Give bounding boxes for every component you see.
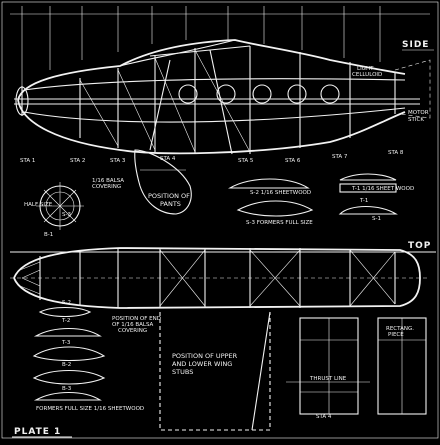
formers-full-size-bottom-note: FORMERS FULL SIZE 1/16 SHEETWOOD — [36, 406, 144, 412]
plate-label: PLATE 1 — [14, 427, 61, 437]
former-label-t2: T-2 — [61, 318, 70, 324]
light-celluloid-note-1: LIGHT — [357, 66, 374, 72]
formers-full-size-note: S-3 FORMERS FULL SIZE — [246, 220, 313, 226]
station-label: STA 1 — [20, 158, 35, 164]
sheetwood-t1-note: T-1 1/16 SHEET WOOD — [351, 186, 414, 192]
wing-stubs-outline: POSITION OF UPPER AND LOWER WING STUBS — [159, 311, 271, 431]
station-4-section: STA 4 THRUST LINE RECTANG. PIECE — [286, 317, 427, 420]
position-of-pants-2: PANTS — [160, 200, 181, 208]
wing-stubs-note-3: STUBS — [172, 368, 193, 376]
former-label-s3: S-3 — [62, 212, 71, 218]
aileron-note-1: RECTANG. — [386, 326, 414, 332]
plate-label-group: PLATE 1 — [12, 427, 72, 438]
motor-stick-note-2: STICK — [408, 117, 424, 123]
wing-stubs-note-2: AND LOWER WING — [172, 360, 232, 368]
formers-full-size-top: S-2 1/16 SHEETWOOD T-1 1/16 SHEET WOOD S… — [228, 173, 414, 226]
former-label-b1: B-1 — [44, 232, 53, 238]
station-label: STA 3 — [110, 158, 126, 164]
former-label-b3: B-3 — [62, 386, 72, 392]
station-label: STA 7 — [332, 154, 348, 160]
side-view-fuselage — [14, 39, 431, 215]
station-label: STA 2 — [70, 158, 85, 164]
station-label: STA 6 — [285, 158, 301, 164]
sta-4-bottom-label: STA 4 — [316, 414, 332, 420]
former-label-s2: S-2 — [62, 300, 71, 306]
aileron-note-2: PIECE — [388, 332, 404, 338]
side-view-labels: SIDE LIGHT CELLULOID MOTOR STICK STA 1 S… — [20, 40, 434, 208]
top-view-fuselage: TOP POSITION OF END OF 1/16 BALSA COVERI… — [10, 241, 436, 334]
position-of-pants-1: POSITION OF — [148, 192, 190, 200]
position-end-balsa-1: POSITION OF END — [112, 316, 161, 322]
sheetwood-s2-note: S-2 1/16 SHEETWOOD — [250, 190, 311, 196]
top-view-title: TOP — [408, 241, 431, 251]
position-end-balsa-3: COVERING — [118, 328, 147, 334]
former-label-s1: S-1 — [372, 216, 381, 222]
light-celluloid-note-2: CELLULOID — [352, 72, 382, 78]
motor-stick-note-1: MOTOR — [408, 110, 429, 116]
former-label-b2: B-2 — [62, 362, 71, 368]
balsa-covering-note-1: 1/16 BALSA — [92, 178, 124, 184]
station-label: STA 5 — [238, 158, 254, 164]
top-dimension-ticks — [10, 6, 430, 90]
formers-full-size-bottom: S-2 T-2 T-3 B-2 B-3 S-3 T-1 FORMERS FULL… — [32, 198, 368, 412]
half-size-note: HALF SIZE — [24, 202, 53, 208]
wing-stubs-note-1: POSITION OF UPPER — [172, 352, 238, 360]
former-label-t1: T-1 — [359, 198, 368, 204]
plate-border — [1, 1, 439, 439]
thrust-line-note: THRUST LINE — [309, 376, 347, 382]
station-label: STA 8 — [388, 150, 404, 156]
half-size-former-section: HALF SIZE B-1 — [24, 182, 84, 238]
balsa-covering-note-2: COVERING — [92, 184, 121, 190]
position-end-balsa-2: OF 1/16 BALSA — [112, 322, 154, 328]
side-view-title: SIDE — [402, 40, 429, 50]
station-label: STA 4 — [160, 156, 176, 162]
former-label-t3: T-3 — [61, 340, 71, 346]
